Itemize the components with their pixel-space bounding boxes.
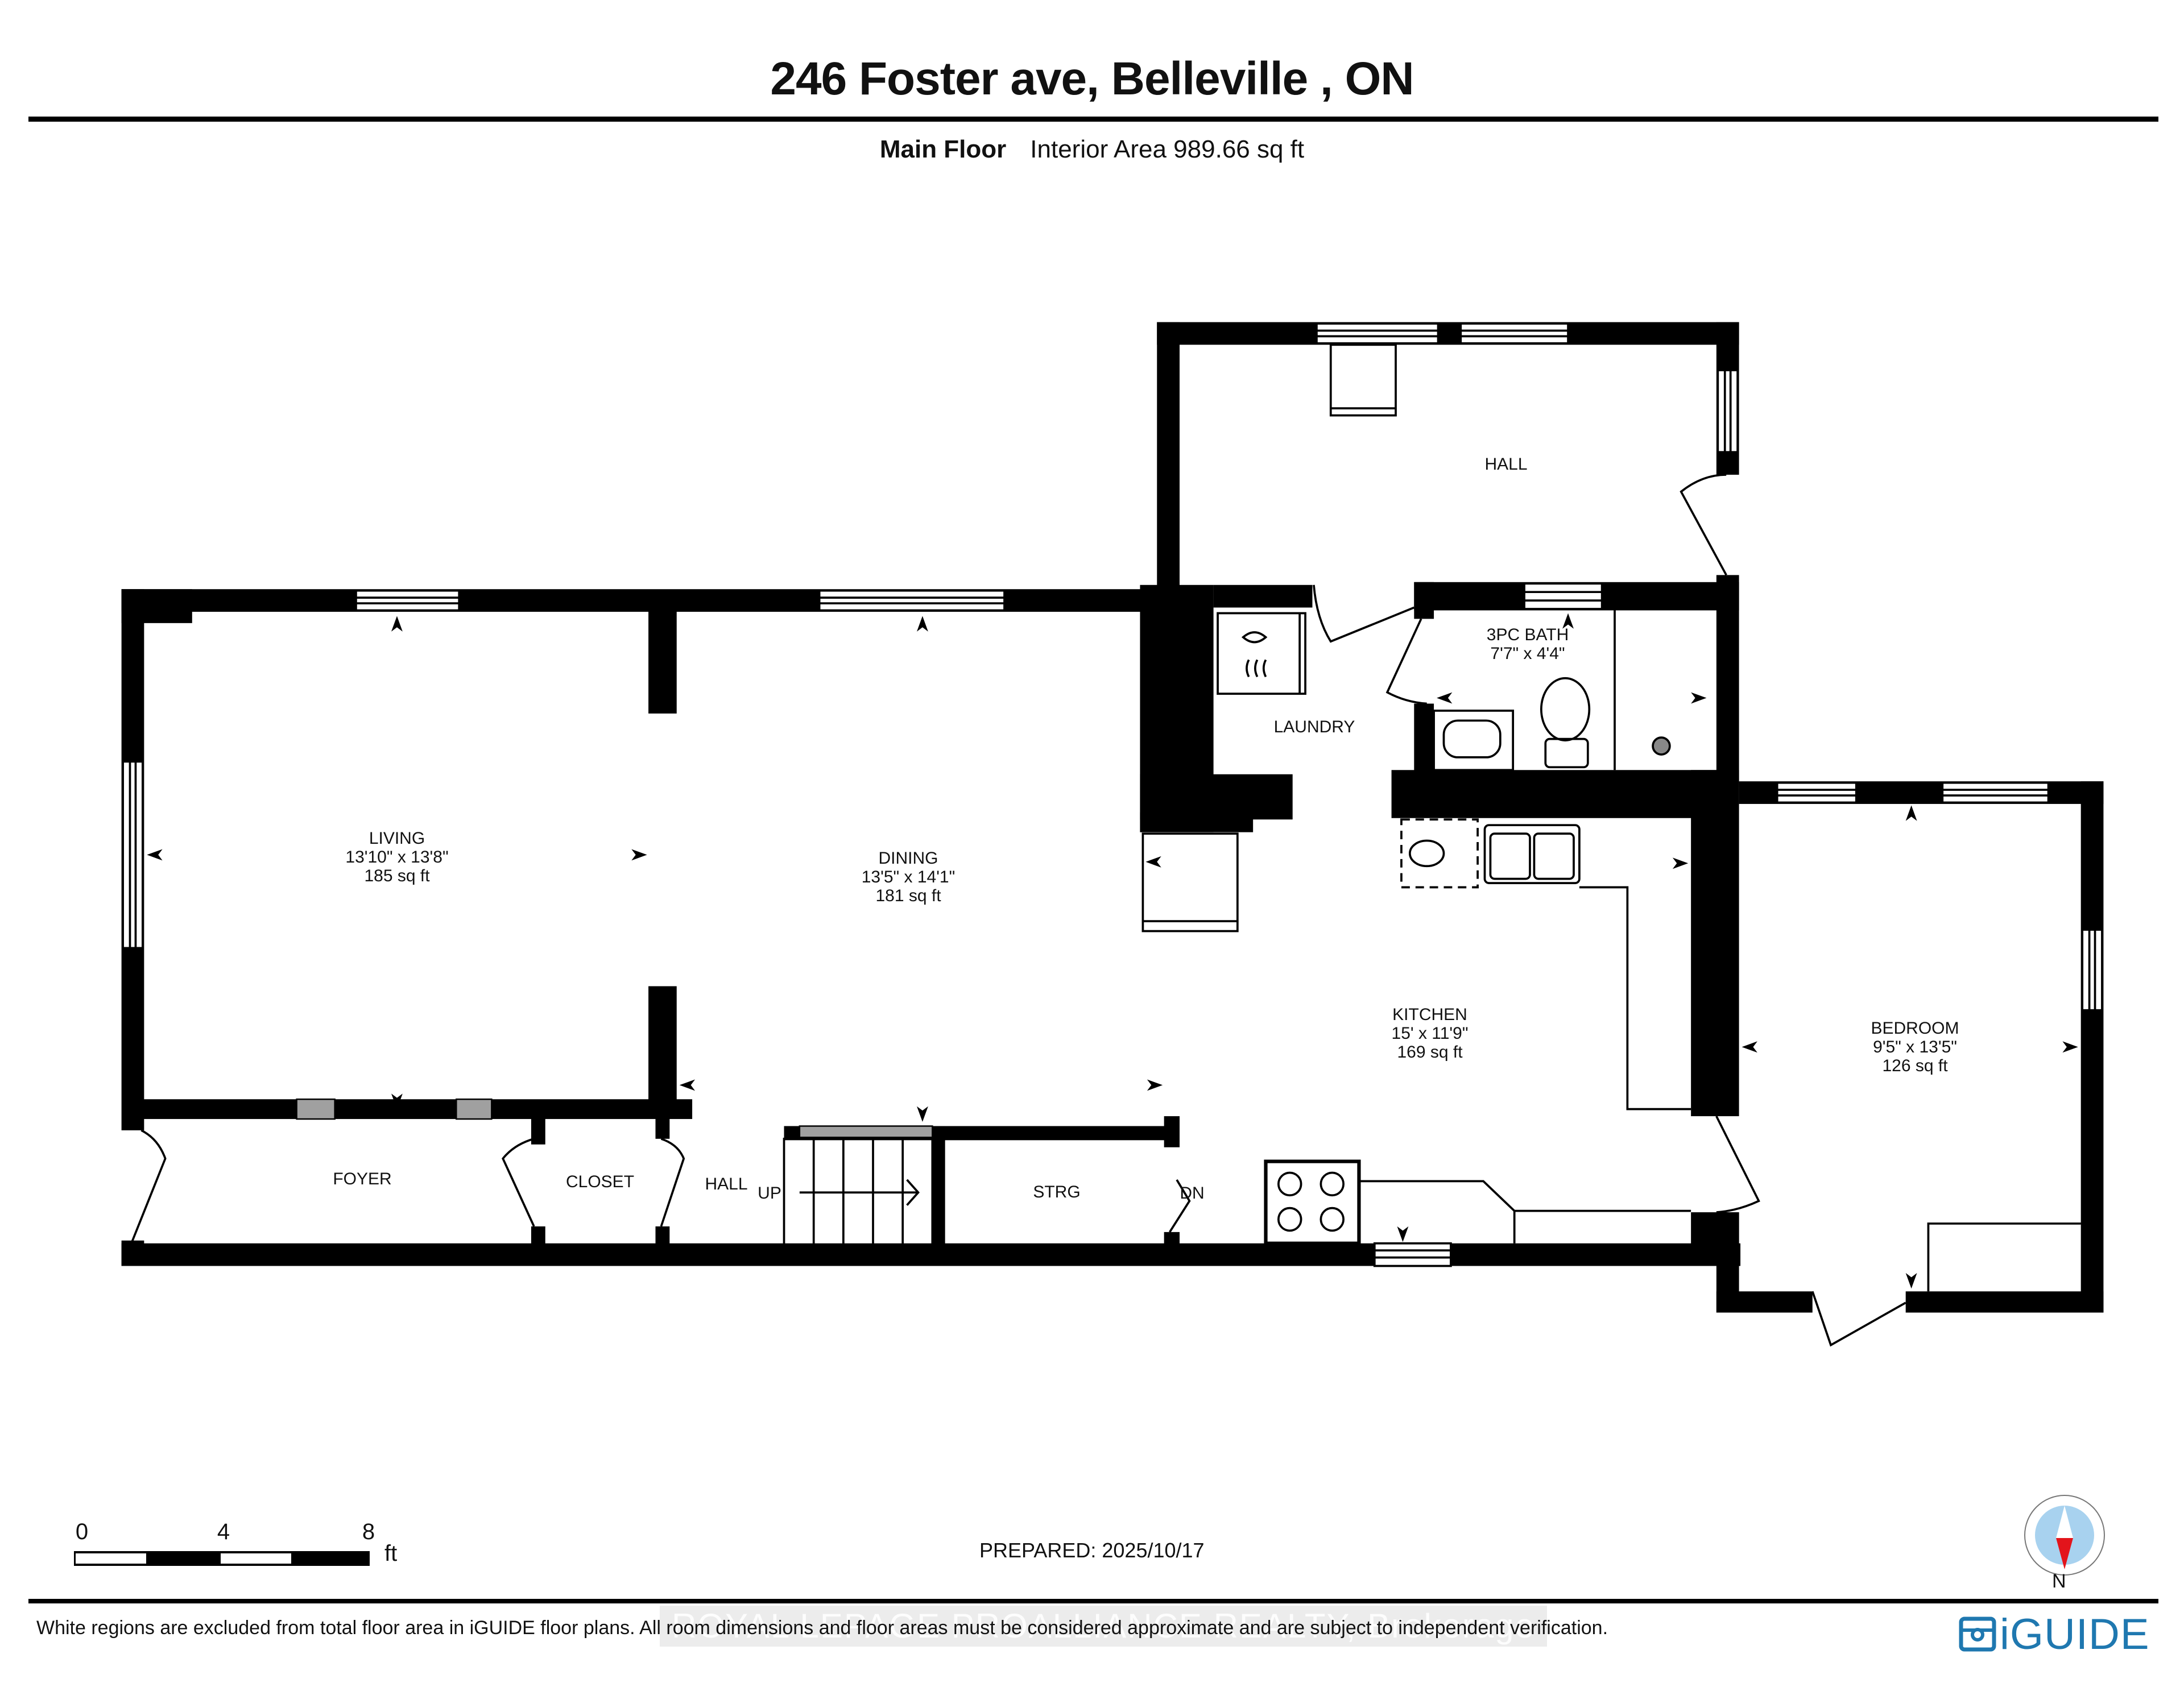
room-name: HALL [705,1175,748,1193]
room-area: 185 sq ft [364,867,430,885]
title-divider [28,117,2158,122]
room-3pc-bath: 3PC BATH 7'7" x 4'4" [1487,625,1569,663]
room-name: LIVING [369,829,425,848]
fixtures [783,343,2081,1292]
compass-north-label: N [2052,1570,2066,1592]
room-dimensions: 15' x 11'9" [1391,1024,1469,1043]
room-name: KITCHEN [1392,1005,1467,1024]
room-closet: CLOSET [566,1172,634,1191]
disclaimer-text: White regions are excluded from total fl… [36,1617,1608,1639]
room-hall-upper: HALL [1484,455,1527,474]
footer-divider [28,1599,2158,1603]
room-laundry: LAUNDRY [1274,718,1355,736]
scale-unit: ft [384,1541,398,1566]
room-name: CLOSET [565,1172,635,1191]
room-dimensions: 13'5" x 14'1" [861,868,956,886]
iguide-logo: iGUIDE [1959,1610,2150,1659]
room-name: LAUNDRY [1273,718,1355,736]
stairs-up-label: UP [758,1184,781,1203]
room-name: BEDROOM [1871,1019,1959,1038]
room-foyer: FOYER [333,1170,391,1188]
room-area: 126 sq ft [1882,1056,1948,1075]
interior-area: Interior Area 989.66 sq ft [1030,135,1305,163]
room-dimensions: 9'5" x 13'5" [1873,1038,1957,1056]
room-kitchen: KITCHEN 15' x 11'9" 169 sq ft [1392,1005,1469,1062]
scale-bar [74,1551,370,1566]
page-title: 246 Foster ave, Belleville , ON [770,53,1414,105]
brand-name: iGUIDE [2000,1610,2150,1659]
room-area: 181 sq ft [875,886,941,905]
room-area: 169 sq ft [1397,1043,1463,1062]
room-living: LIVING 13'10" x 13'8" 185 sq ft [345,829,448,885]
room-bedroom: BEDROOM 9'5" x 13'5" 126 sq ft [1871,1019,1959,1075]
room-name: FOYER [333,1170,392,1188]
room-name: HALL [1484,455,1528,474]
prepared-date: PREPARED: 2025/10/17 [979,1539,1205,1562]
north-compass-icon [2024,1495,2105,1576]
floor-name: Main Floor [879,135,1007,163]
room-name: DINING [878,849,938,868]
room-name: STRG [1033,1183,1081,1201]
walls [121,322,2104,1313]
room-dimensions: 13'10" x 13'8" [345,848,449,867]
stairs-down-label: DN [1180,1184,1205,1203]
windows [122,322,2103,1267]
scale-tick-0: 0 [75,1519,89,1544]
scale-tick-4: 4 [217,1519,230,1544]
watermark: ROYAL LEPAGE PROALLIANCE REALTY, Brokera… [660,1606,1547,1647]
thresholds [296,1099,933,1138]
iguide-camera-icon [1959,1616,1996,1652]
doors [130,474,1906,1347]
room-dining: DINING 13'5" x 14'1" 181 sq ft [862,849,956,905]
room-name: 3PC BATH [1486,625,1569,644]
scale-tick-8: 8 [362,1519,375,1544]
floor-subtitle: Main Floor Interior Area 989.66 sq ft [0,135,2184,164]
room-storage: STRG [1033,1183,1080,1201]
measurement-markers [147,613,2078,1289]
room-hall-lower: HALL [705,1175,747,1193]
room-dimensions: 7'7" x 4'4" [1490,644,1565,663]
